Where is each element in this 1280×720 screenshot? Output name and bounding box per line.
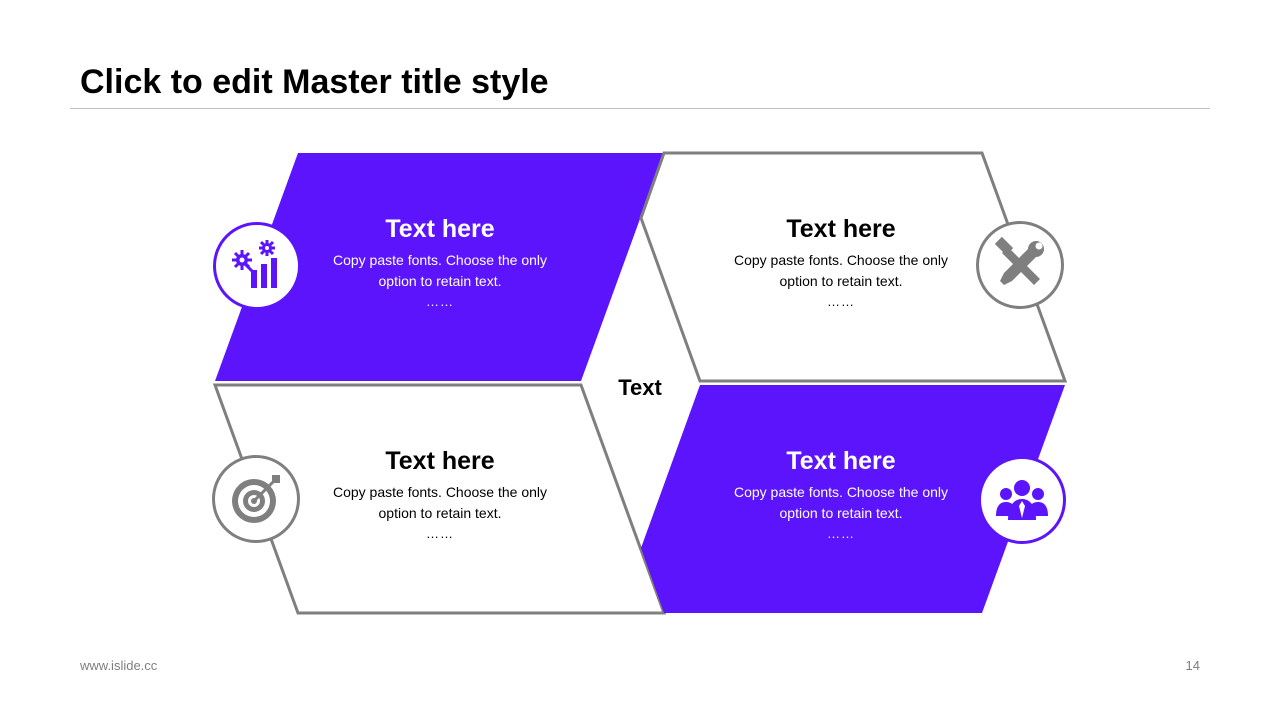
block-body: Copy paste fonts. Choose the only option… xyxy=(332,252,548,289)
title-divider xyxy=(70,108,1210,109)
block-heading: Text here xyxy=(385,447,495,475)
block-ellipsis: …… xyxy=(426,526,454,541)
slide-title: Click to edit Master title style xyxy=(80,63,549,101)
segment-bottom-right xyxy=(641,385,1065,613)
block-bottom-left: Text here Copy paste fonts. Choose the o… xyxy=(290,446,590,544)
block-ellipsis: …… xyxy=(827,526,855,541)
team-icon xyxy=(978,456,1066,544)
analytics-gears-icon xyxy=(213,222,301,310)
block-bottom-right: Text here Copy paste fonts. Choose the o… xyxy=(691,446,991,544)
block-ellipsis: …… xyxy=(426,294,454,309)
block-body: Copy paste fonts. Choose the only option… xyxy=(733,252,949,289)
tools-icon xyxy=(976,221,1064,309)
block-heading: Text here xyxy=(786,447,896,475)
center-label: Text xyxy=(618,375,662,400)
block-top-right: Text here Copy paste fonts. Choose the o… xyxy=(691,214,991,312)
segment-top-left xyxy=(215,153,664,381)
target-icon xyxy=(212,455,300,543)
block-top-left: Text here Copy paste fonts. Choose the o… xyxy=(290,214,590,312)
block-body: Copy paste fonts. Choose the only option… xyxy=(332,484,548,521)
block-body: Copy paste fonts. Choose the only option… xyxy=(733,484,949,521)
footer-url[interactable]: www.islide.cc xyxy=(80,658,158,673)
block-ellipsis: …… xyxy=(827,294,855,309)
block-heading: Text here xyxy=(786,215,896,243)
block-heading: Text here xyxy=(385,215,495,243)
segment-top-right xyxy=(639,151,1068,383)
page-number: 14 xyxy=(1185,658,1200,673)
